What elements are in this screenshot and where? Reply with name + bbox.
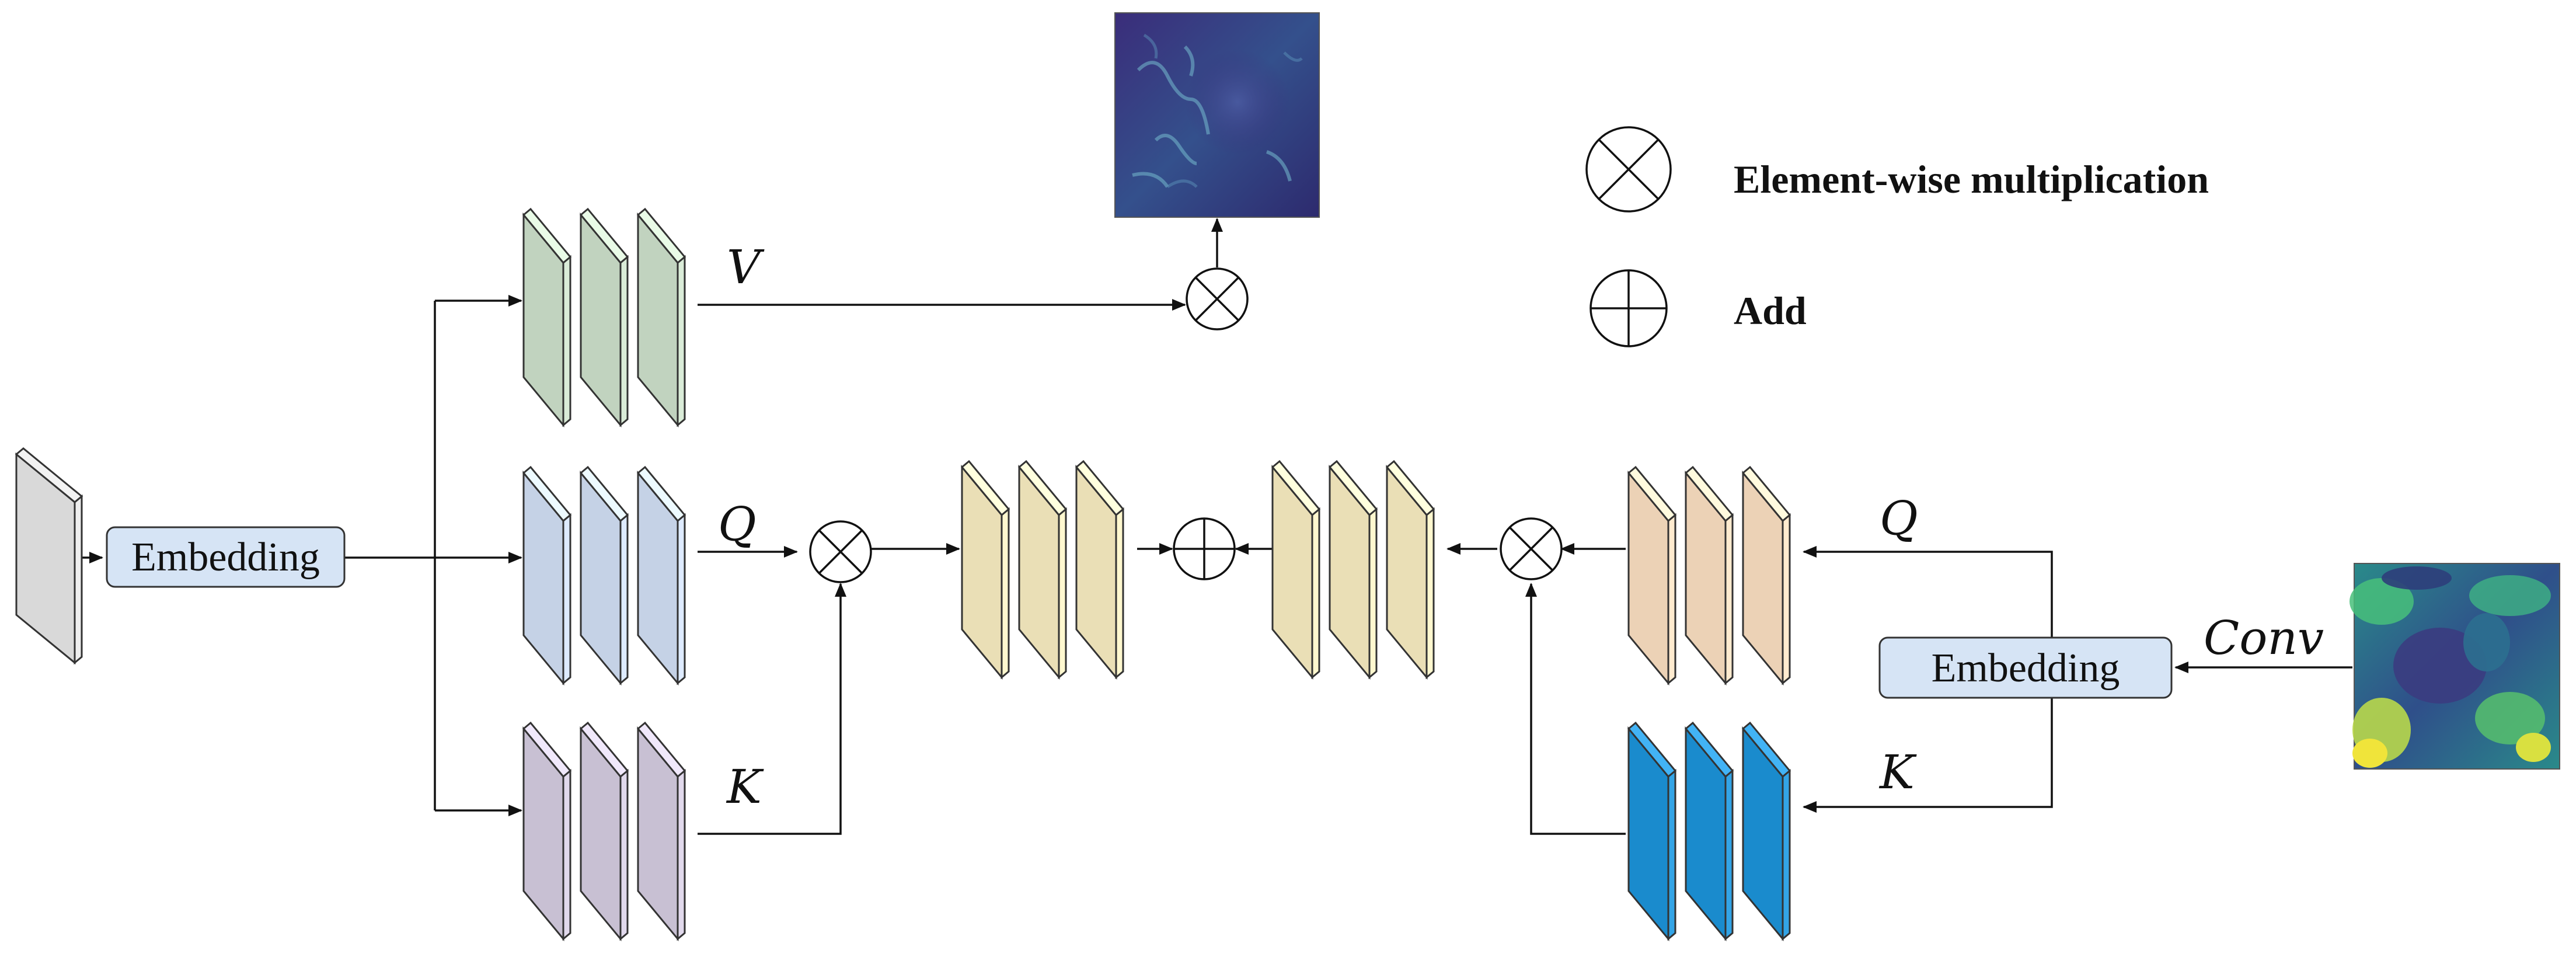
legend-add-label: Add xyxy=(1734,288,1807,333)
v-stack xyxy=(522,207,686,428)
conv-input-image xyxy=(2350,563,2560,770)
embedding-right-label: Embedding xyxy=(1932,646,2120,691)
v-stack-layer xyxy=(636,207,686,428)
merged-left-stack-layer xyxy=(1075,460,1125,680)
label-q-right: Q xyxy=(1880,491,1918,545)
label-conv: Conv xyxy=(2204,611,2324,665)
label-q-left: Q xyxy=(718,497,757,551)
k-stack-layer xyxy=(579,721,629,942)
k-stack-layer xyxy=(522,721,572,942)
q-stack-layer xyxy=(636,465,686,686)
q-stack xyxy=(522,465,686,686)
q-stack-layer xyxy=(522,465,572,686)
merged-left-stack-layer xyxy=(960,460,1010,680)
embedding-right-box: Embedding xyxy=(1878,636,2173,699)
q-right-stack-layer xyxy=(1741,465,1791,686)
connections xyxy=(73,218,2352,835)
input-feature-map xyxy=(15,447,83,665)
q-right-stack xyxy=(1627,465,1791,686)
k-stack-layer xyxy=(636,721,686,942)
k-stack xyxy=(522,721,686,942)
merged-left-stack-layer xyxy=(1017,460,1068,680)
legend-add-icon xyxy=(1589,269,1668,347)
q-right-stack-layer xyxy=(1627,465,1677,686)
k-right-stack-layer xyxy=(1741,721,1791,942)
merged-right-stack xyxy=(1271,460,1435,680)
v-stack-layer xyxy=(522,207,572,428)
q-stack-layer xyxy=(579,465,629,686)
k-right-stack xyxy=(1627,721,1791,942)
q-right-stack-layer xyxy=(1684,465,1734,686)
legend-multiply-label: Element-wise multiplication xyxy=(1734,157,2209,201)
multiply-op-left xyxy=(809,520,872,583)
label-k-left: K xyxy=(726,760,764,814)
legend-multiply-icon xyxy=(1585,126,1672,213)
merged-left-stack xyxy=(960,460,1125,680)
embedding-left-box: Embedding xyxy=(106,526,346,588)
merged-right-stack-layer xyxy=(1385,460,1435,680)
multiply-op-right xyxy=(1500,517,1563,580)
label-v: V xyxy=(727,240,765,294)
multiply-op-top xyxy=(1186,267,1249,330)
v-stack-layer xyxy=(579,207,629,428)
merged-right-stack-layer xyxy=(1328,460,1378,680)
embedding-left-label: Embedding xyxy=(131,535,320,580)
k-right-stack-layer xyxy=(1627,721,1677,942)
legend: Element-wise multiplication Add xyxy=(1585,126,2209,347)
add-op xyxy=(1173,517,1236,580)
merged-right-stack-layer xyxy=(1271,460,1321,680)
attention-output-image xyxy=(1114,12,1320,218)
k-right-stack-layer xyxy=(1684,721,1734,942)
label-k-right: K xyxy=(1878,745,1917,799)
